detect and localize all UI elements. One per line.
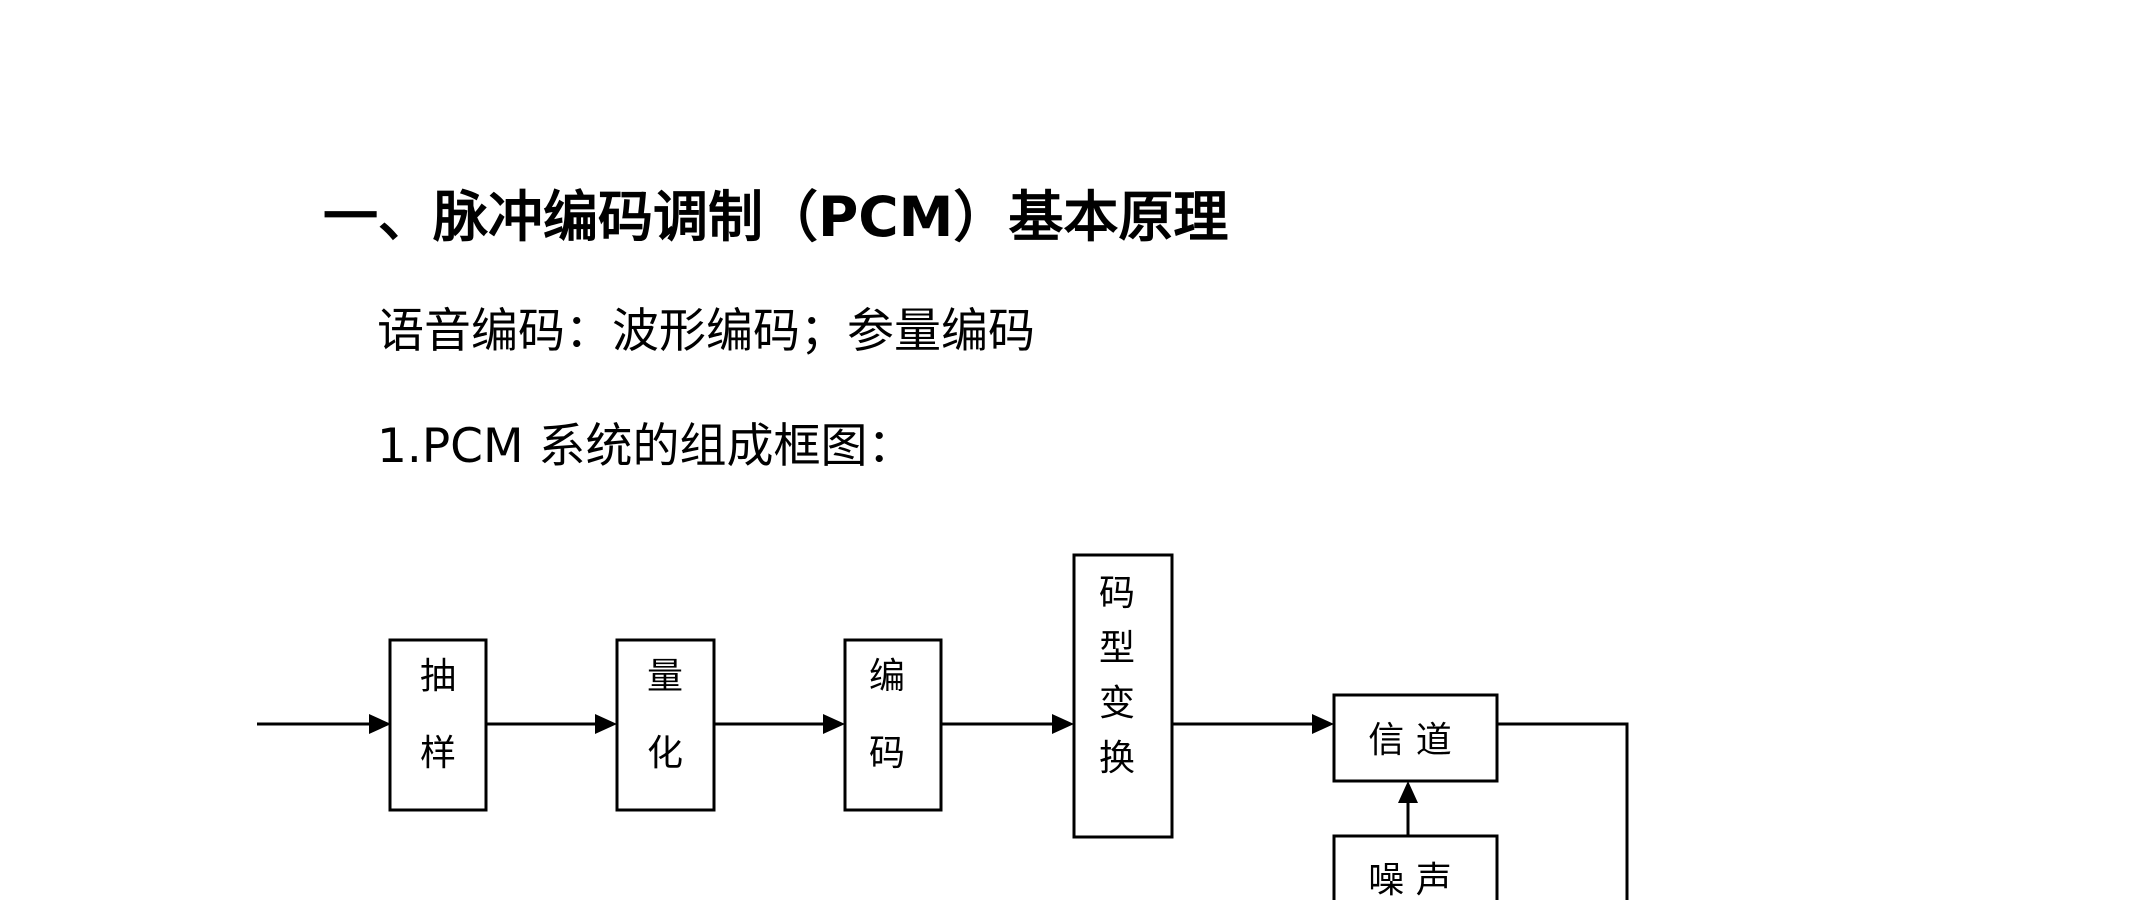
quantization-char-2: 化 (647, 733, 683, 774)
page-heading: 一、脉冲编码调制（PCM）基本原理 (323, 185, 1229, 249)
channel-block (1332, 693, 1499, 783)
section-title: 1.PCM 系统的组成框图： (377, 419, 915, 474)
codeconv-char-3: 变 (1099, 683, 1135, 724)
arrow-to-sampling (369, 714, 391, 734)
encoding-char-1: 编 (869, 656, 905, 697)
arrow-to-codeconversion (1052, 714, 1074, 734)
codeconv-char-1: 码 (1099, 573, 1135, 614)
codeconv-char-4: 换 (1099, 738, 1135, 779)
quantization-block (615, 638, 716, 812)
channel-label: 信 道 (1368, 720, 1451, 761)
arrow-noise-to-channel (1398, 781, 1418, 803)
arrow-to-encoding (823, 714, 845, 734)
noise-block (1332, 834, 1499, 900)
noise-label: 噪 声 (1368, 860, 1451, 900)
codeconv-char-2: 型 (1099, 628, 1135, 669)
speech-coding-line: 语音编码：波形编码；参量编码 (377, 304, 1035, 359)
arrow-to-quantization (595, 714, 617, 734)
arrow-to-channel (1312, 714, 1334, 734)
sampling-char-1: 抽 (420, 656, 456, 697)
quantization-char-1: 量 (647, 656, 683, 697)
sampling-char-2: 样 (420, 733, 456, 774)
encoding-char-2: 码 (869, 733, 905, 774)
code-conversion-block (1072, 553, 1174, 839)
channel-output-wire (1497, 722, 1629, 900)
encoding-block (843, 638, 943, 812)
